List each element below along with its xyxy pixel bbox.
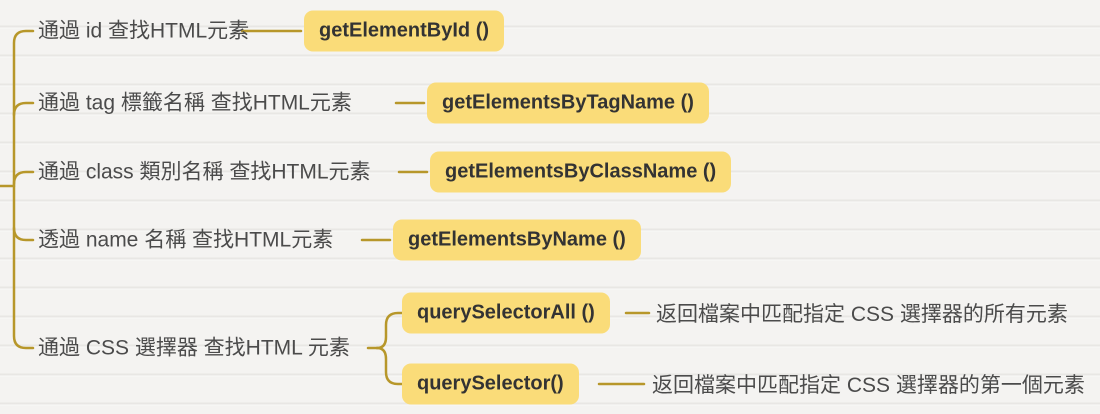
- fork-upper-curve: [375, 311, 405, 350]
- fork-lower-curve: [375, 346, 405, 386]
- method-box-getelementsbyname[interactable]: getElementsByName (): [393, 219, 641, 261]
- branch-3-curve: [12, 170, 35, 186]
- method-box-getelementsbyclassname[interactable]: getElementsByClassName (): [430, 151, 732, 193]
- topic-label-css-selector[interactable]: 通過 CSS 選擇器 查找HTML 元素: [38, 336, 350, 360]
- method-box-queryselector[interactable]: querySelector(): [402, 363, 579, 405]
- desc-label-queryselectorall[interactable]: 返回檔案中匹配指定 CSS 選擇器的所有元素: [656, 303, 1068, 326]
- trunk-line: [12, 29, 35, 350]
- topic-label-class[interactable]: 通過 class 類別名稱 查找HTML元素: [38, 160, 371, 184]
- topic-label-id[interactable]: 通過 id 查找HTML元素: [38, 19, 250, 43]
- topic-label-tag[interactable]: 通過 tag 標籤名稱 查找HTML元素: [38, 91, 352, 115]
- branch-4-curve: [12, 226, 35, 242]
- method-box-getelementbyid[interactable]: getElementById (): [304, 10, 505, 52]
- topic-label-name[interactable]: 透過 name 名稱 查找HTML元素: [38, 228, 334, 252]
- method-box-queryselectorall[interactable]: querySelectorAll (): [402, 292, 610, 334]
- branch-2-curve: [12, 101, 35, 117]
- method-box-getelementsbytagname[interactable]: getElementsByTagName (): [427, 82, 709, 124]
- desc-label-queryselector[interactable]: 返回檔案中匹配指定 CSS 選擇器的第一個元素: [652, 374, 1085, 397]
